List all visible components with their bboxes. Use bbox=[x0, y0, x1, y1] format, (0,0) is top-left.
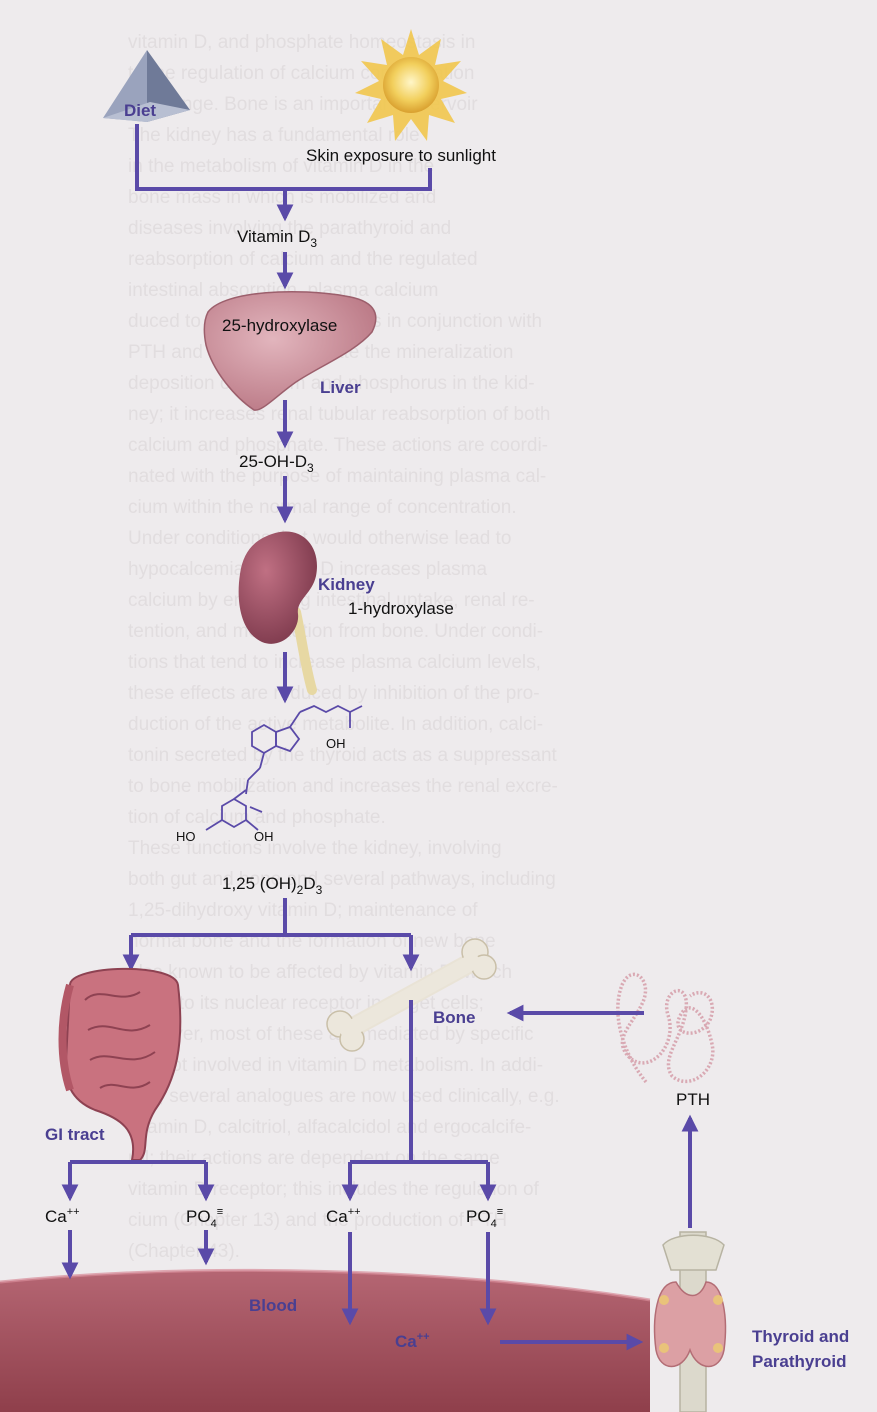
thyroid-label-line1: Thyroid and bbox=[752, 1327, 849, 1346]
oh-right-label: OH bbox=[254, 829, 274, 844]
thyroid-label-line2: Parathyroid bbox=[752, 1352, 846, 1371]
gi-tract-label: GI tract bbox=[45, 1125, 105, 1144]
diet-label: Diet bbox=[124, 101, 156, 120]
kidney-label: Kidney bbox=[318, 575, 375, 594]
oh-group-label: OH bbox=[326, 736, 346, 751]
hydroxylase-1-label: 1-hydroxylase bbox=[348, 599, 454, 618]
liver-label: Liver bbox=[320, 378, 361, 397]
ho-left-label: HO bbox=[176, 829, 196, 844]
blood-label: Blood bbox=[249, 1296, 297, 1315]
sunlight-label: Skin exposure to sunlight bbox=[306, 146, 496, 165]
hydroxylase-25-label: 25-hydroxylase bbox=[222, 316, 337, 335]
bone-label: Bone bbox=[433, 1008, 476, 1027]
pth-label: PTH bbox=[676, 1090, 710, 1109]
